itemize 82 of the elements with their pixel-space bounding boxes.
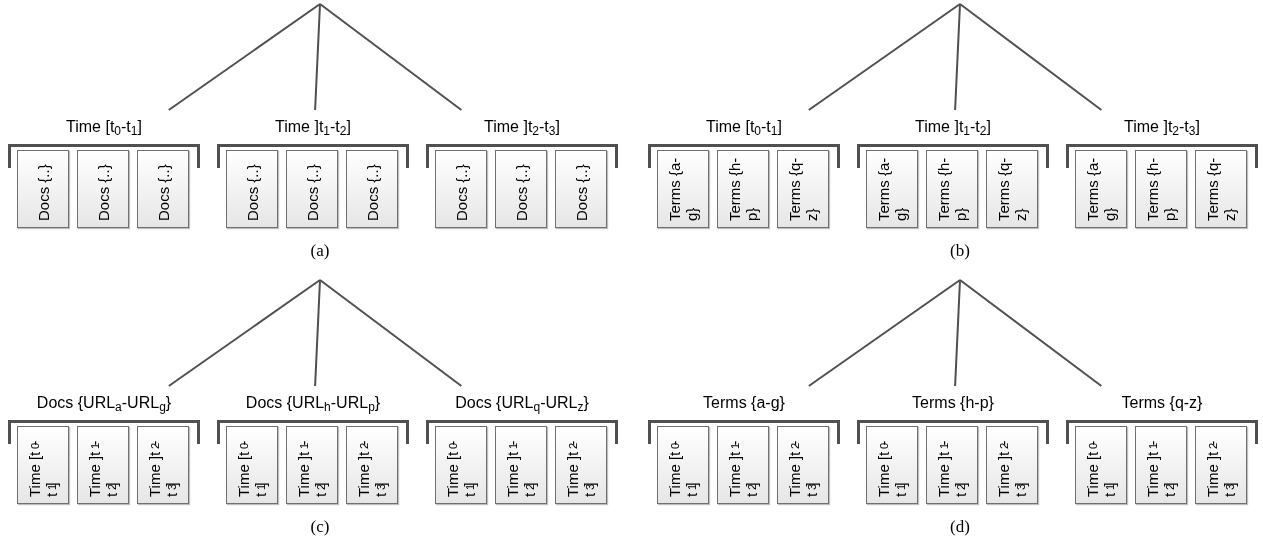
- group-heading: Time ]t$_{2}$-t$_{3}$]: [484, 117, 560, 138]
- group-heading: Docs {URL$_{q}$-URL$_{z}$}: [455, 393, 589, 414]
- partition-box: [137, 150, 189, 228]
- partition-box: [346, 150, 398, 228]
- partition-box: [926, 426, 978, 504]
- group-heading: Terms {q-z}: [1121, 393, 1203, 413]
- partition-box: [777, 150, 829, 228]
- connector-line: [314, 279, 321, 387]
- partition-box: [777, 426, 829, 504]
- partition-box: [717, 150, 769, 228]
- partition-box: [986, 426, 1038, 504]
- partition-box: [435, 426, 487, 504]
- partition-label: Terms {h-p}: [726, 157, 760, 221]
- partition-label: Docs {..}: [452, 163, 470, 221]
- partition-box: [137, 426, 189, 504]
- partition-box: [1135, 426, 1187, 504]
- partition-label: Terms {q-z}: [786, 157, 820, 221]
- partition-label: Docs {..}: [243, 163, 261, 221]
- group-heading: Time [t$_{0}$-t$_{1}$]: [66, 117, 142, 138]
- partition-box: [495, 150, 547, 228]
- partition-box: [77, 426, 129, 504]
- connector-line: [959, 3, 1103, 111]
- group-heading: Time ]t$_{1}$-t$_{2}$]: [275, 117, 351, 138]
- connector-line: [167, 3, 321, 111]
- partition-box: [866, 150, 918, 228]
- partition-label: Docs {..}: [512, 163, 530, 221]
- connector-line: [167, 279, 321, 387]
- partition-label: Docs {..}: [154, 163, 172, 221]
- partition-box: [1135, 150, 1187, 228]
- panel-caption: (b): [949, 241, 971, 261]
- partition-label: Terms {h-p}: [1144, 157, 1178, 221]
- panel-caption: (a): [309, 241, 331, 261]
- partition-box: [657, 426, 709, 504]
- partition-label: Terms {a-g}: [1084, 157, 1118, 221]
- partition-label: Docs {..}: [34, 163, 52, 221]
- partition-label: Docs {..}: [94, 163, 112, 221]
- partition-box: [226, 150, 278, 228]
- partition-box: [717, 426, 769, 504]
- group-heading: Docs {URL$_{a}$-URL$_{g}$}: [36, 393, 172, 414]
- partition-box: [555, 426, 607, 504]
- panel-caption: (c): [309, 517, 331, 537]
- partition-box: [926, 150, 978, 228]
- partition-box: [286, 426, 338, 504]
- group-heading: Terms {a-g}: [703, 393, 785, 413]
- panel-caption: (d): [949, 517, 971, 537]
- partition-box: [1195, 150, 1247, 228]
- connector-line: [314, 3, 321, 111]
- partition-label: Terms {a-g}: [666, 157, 700, 221]
- partition-box: [986, 150, 1038, 228]
- group-heading: Time ]t$_{1}$-t$_{2}$]: [915, 117, 991, 138]
- partition-box: [1075, 426, 1127, 504]
- connector-line: [807, 279, 961, 387]
- partition-box: [346, 426, 398, 504]
- connector-line: [954, 3, 961, 111]
- partition-label: Docs {..}: [363, 163, 381, 221]
- partition-box: [226, 426, 278, 504]
- partition-box: [77, 150, 129, 228]
- partition-label: Terms {a-g}: [875, 157, 909, 221]
- group-heading: Time [t$_{0}$-t$_{1}$]: [706, 117, 782, 138]
- partition-box: [555, 150, 607, 228]
- group-heading: Docs {URL$_{h}$-URL$_{p}$}: [245, 393, 381, 414]
- partition-box: [435, 150, 487, 228]
- partition-box: [1195, 426, 1247, 504]
- partition-box: [1075, 150, 1127, 228]
- group-heading: Terms {h-p}: [912, 393, 994, 413]
- partition-box: [495, 426, 547, 504]
- partition-box: [866, 426, 918, 504]
- connector-line: [319, 3, 463, 111]
- partition-box: [657, 150, 709, 228]
- partition-label: Terms {q-z}: [1204, 157, 1238, 221]
- partition-label: Docs {..}: [303, 163, 321, 221]
- partition-box: [17, 426, 69, 504]
- partition-label: Terms {q-z}: [995, 157, 1029, 221]
- connector-line: [807, 3, 961, 111]
- connector-line: [319, 279, 463, 387]
- connector-line: [954, 279, 961, 387]
- partition-label: Terms {h-p}: [935, 157, 969, 221]
- partition-label: Docs {..}: [572, 163, 590, 221]
- group-heading: Time ]t$_{2}$-t$_{3}$]: [1124, 117, 1200, 138]
- connector-line: [959, 279, 1103, 387]
- partition-box: [286, 150, 338, 228]
- partition-box: [17, 150, 69, 228]
